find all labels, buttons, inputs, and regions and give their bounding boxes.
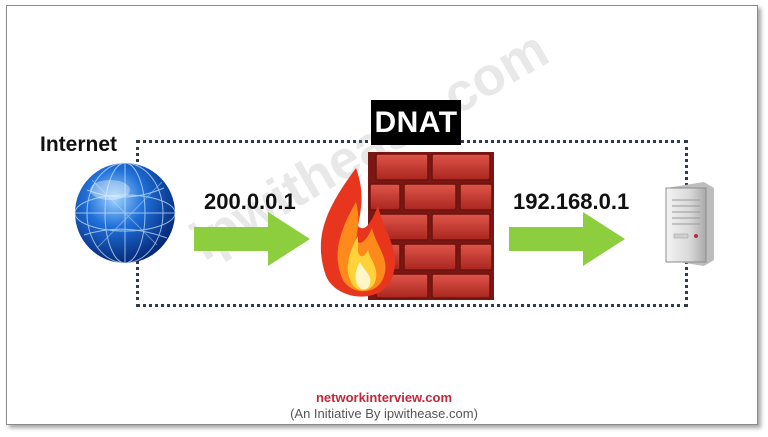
arrow-right-icon: [194, 212, 310, 266]
firewall-brick-icon: [368, 152, 494, 300]
flame-icon: [320, 168, 395, 297]
footer-site-link[interactable]: networkinterview.com: [315, 390, 453, 405]
server-icon: [665, 182, 714, 266]
internet-label: Internet: [38, 133, 122, 157]
private-ip-label: 192.168.0.1: [513, 189, 630, 214]
globe-icon: [74, 162, 176, 264]
dnat-badge: DNAT: [371, 100, 461, 145]
arrow-right-icon: [509, 212, 625, 266]
footer-note: (An Initiative By ipwithease.com): [290, 406, 478, 421]
public-ip-label: 200.0.0.1: [204, 189, 296, 214]
